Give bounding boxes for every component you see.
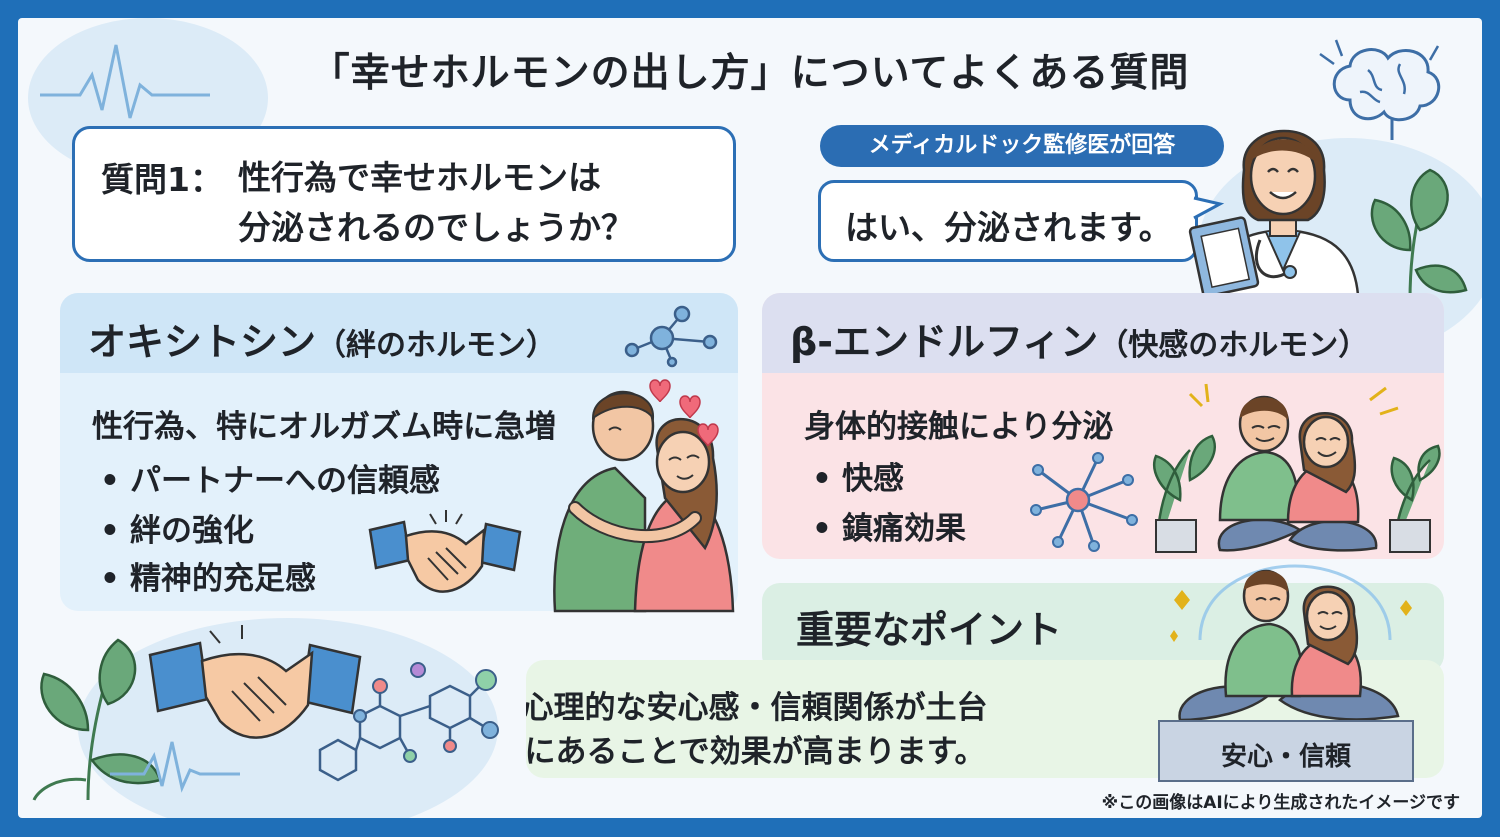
endorphin-subtitle: （快感のホルモン） [1098,328,1369,363]
important-line-1: 心理的な安心感・信頼関係が土台 [526,690,988,726]
endorphin-bullet-2: 鎮痛効果 [812,503,966,548]
hugging-couple-illustration [553,390,735,613]
doctor-illustration [1188,129,1360,298]
page-title: 「幸せホルモンの出し方」についてよくある質問 [310,51,1190,96]
answer-bubble-tail [1193,196,1225,220]
oxytocin-name: オキシトシン [88,320,317,364]
important-title: 重要なポイント [796,608,1063,652]
question-label: 質問1： [101,160,223,199]
trust-plate-label: 安心・信頼 [1220,742,1351,772]
important-line-2: にあることで効果が高まります。 [526,734,986,770]
answer-text: はい、分泌されます。 [845,208,1172,247]
oxytocin-subtitle: （絆のホルモン） [316,328,557,363]
oxytocin-title: オキシトシン（絆のホルモン） [88,311,556,366]
oxytocin-lead: 性行為、特にオルガズム時に急増 [92,409,557,445]
neuron-icon [1030,452,1138,552]
handshake-icon [368,510,522,593]
endorphin-lead: 身体的接触により分泌 [804,409,1114,445]
molecule-icon [624,305,718,368]
plant-left-icon [32,638,162,801]
hearts-icon [649,379,719,447]
answer-bubble: はい、分泌されます。 [818,180,1198,262]
question-line-1: 性行為で幸せホルモンは [238,158,601,197]
heartbeat-icon [40,44,210,119]
doctor-badge: メディカルドック監修医が回答 [820,125,1224,167]
trust-plate: 安心・信頼 [1158,720,1414,782]
endorphin-bullet-1: 快感 [812,453,904,498]
oxytocin-card-header: オキシトシン（絆のホルモン） [60,293,738,373]
sitting-couple-illustration [1153,383,1441,553]
handshake-large-icon [148,625,362,739]
oxytocin-bullet-2: 絆の強化 [100,505,254,550]
brain-icon [1319,39,1441,140]
trust-couple-illustration [1170,564,1412,722]
chemical-structure-icon [318,662,499,782]
ai-generated-note: ※この画像はAIにより生成されたイメージです [1101,793,1460,813]
heartbeat-bottom-icon [110,741,240,793]
question-text: 性行為で幸せホルモンは 分泌されるのでしょうか？ [238,153,634,253]
question-line-2: 分泌されるのでしょうか？ [238,208,634,247]
plant-right-icon [1370,168,1468,301]
oxytocin-bullet-3: 精神的充足感 [100,553,316,598]
endorphin-title: β-エンドルフィン（快感のホルモン） [790,311,1368,366]
endorphin-card-header: β-エンドルフィン（快感のホルモン） [762,293,1444,373]
question-box: 質問1： 性行為で幸せホルモンは 分泌されるのでしょうか？ [72,126,736,262]
oxytocin-bullet-1: パートナーへの信頼感 [100,455,440,500]
endorphin-name: β-エンドルフィン [790,320,1099,364]
